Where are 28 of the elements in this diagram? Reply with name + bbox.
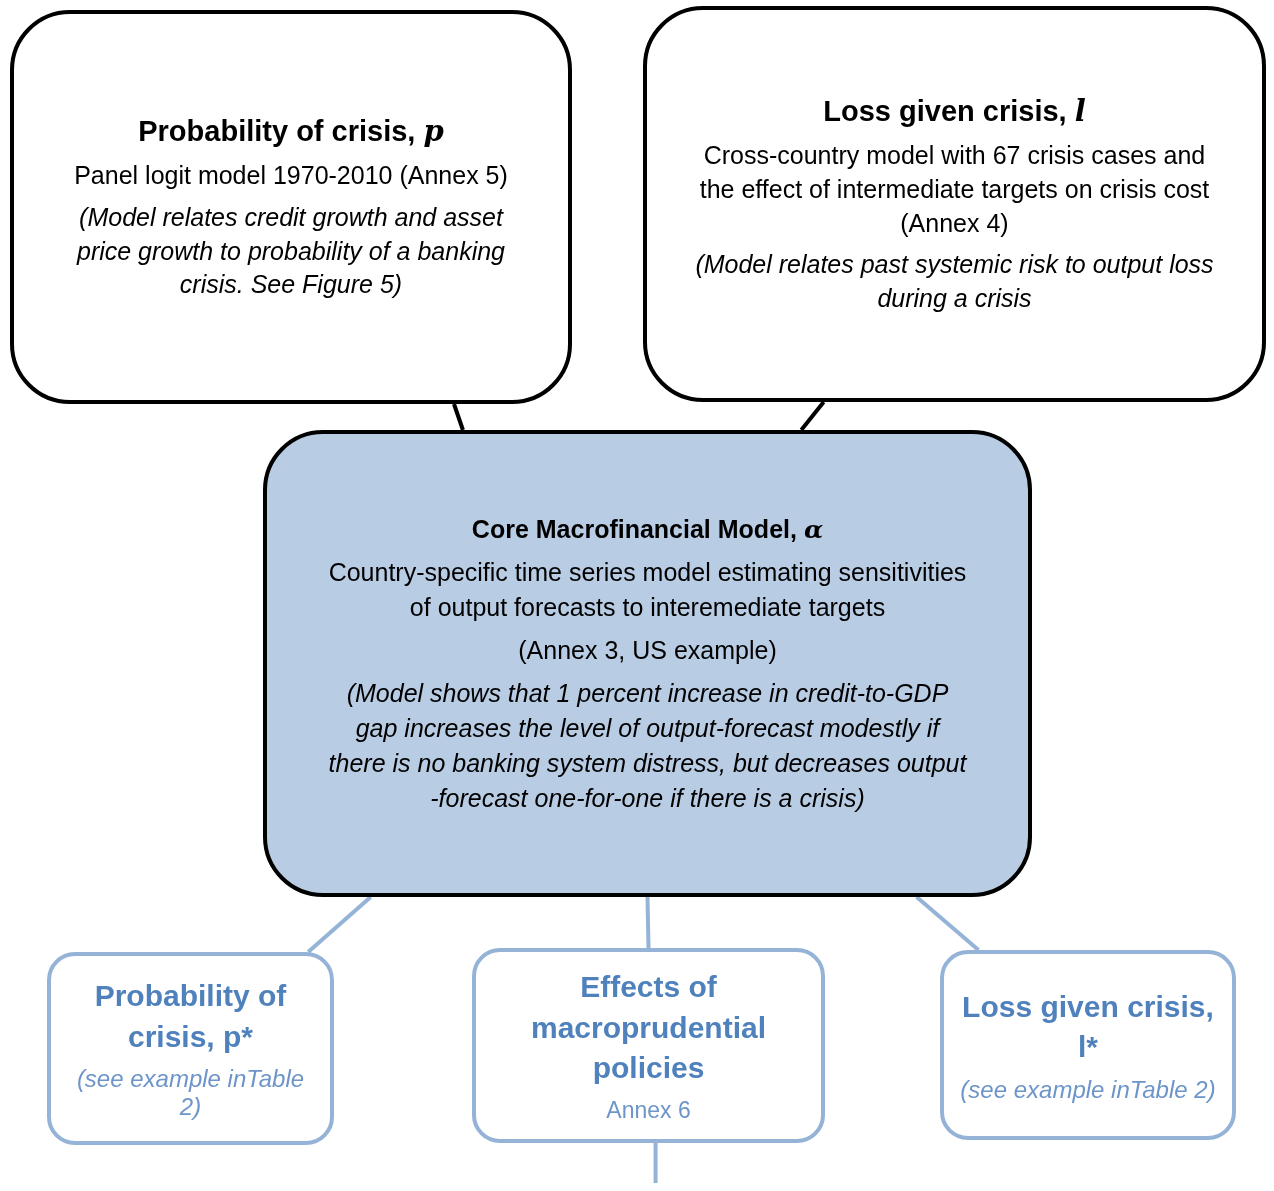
- connector-line: [915, 895, 980, 952]
- box-note: (see example inTable 2): [75, 1065, 306, 1121]
- box-note: (see example inTable 2): [960, 1075, 1216, 1104]
- box-note: (Model relates past systemic risk to output loss during a crisis: [694, 249, 1215, 315]
- connector-line: [306, 895, 372, 954]
- box-heading: Effects of macroprudential policies: [529, 969, 768, 1087]
- box-heading: Probability of crisis, p*: [93, 978, 288, 1055]
- info-box: [10, 10, 572, 404]
- box-text: (Annex 3, US example): [518, 634, 777, 666]
- box-note: (Model relates credit growth and asset price growth to probability of a banking crisis. See Figure 5): [75, 201, 506, 301]
- box-text: Cross-country model with 67 crisis cases and the effect of intermediate targets on crisis cost (Annex 4): [698, 140, 1211, 239]
- info-box: [472, 948, 825, 1143]
- connector-line: [653, 1143, 658, 1183]
- box-heading: Probability of crisis, p: [138, 112, 444, 150]
- connector-line: [799, 400, 826, 432]
- connector-line: [452, 403, 465, 431]
- box-text: Panel logit model 1970-2010 (Annex 5): [74, 160, 508, 192]
- box-heading: Loss given crisis, l: [823, 93, 1086, 131]
- box-heading: Core Macrofinancial Model, α: [471, 513, 824, 546]
- box-note: Annex 6: [606, 1096, 691, 1124]
- connector-line: [645, 896, 651, 949]
- model-box: [263, 430, 1032, 897]
- info-box: [47, 952, 334, 1145]
- info-box: [643, 6, 1266, 402]
- box-text: Country-specific time series model estimating sensitivities of output forecasts to interemediate targets: [327, 556, 968, 623]
- box-heading: Loss given crisis, l*: [961, 988, 1215, 1065]
- info-box: [940, 950, 1236, 1140]
- box-note: (Model shows that 1 percent increase in credit-to-GDP gap increases the level of output-forecast modestly if there is no banking system distress, but decreases output -forecast one-for-one if there is a crisis): [327, 677, 968, 814]
